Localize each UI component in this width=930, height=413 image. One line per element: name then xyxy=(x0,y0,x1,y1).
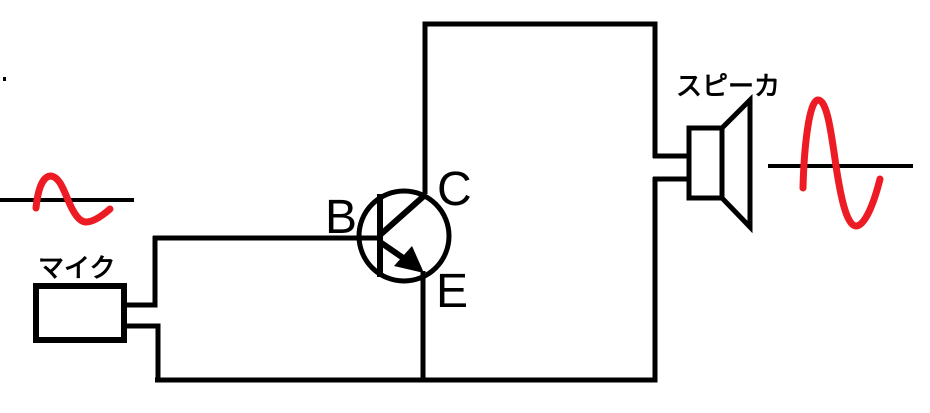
speaker-body xyxy=(686,125,725,201)
transistor-symbol xyxy=(356,188,452,284)
speaker-icon xyxy=(686,93,753,234)
output-waveform xyxy=(799,96,884,230)
waveforms xyxy=(32,96,884,230)
emitter-arrowhead xyxy=(394,246,424,273)
base-label: B xyxy=(325,191,357,244)
right-and-bottom-wire xyxy=(155,177,658,383)
circuit-wires xyxy=(33,21,689,383)
diagram-labels: マイク スピーカ B C E xyxy=(38,71,780,318)
mic-to-ground-wire xyxy=(124,323,161,380)
mic-to-base-wire xyxy=(124,236,158,308)
speaker-label: スピーカ xyxy=(676,71,780,101)
stray-mark xyxy=(3,77,6,81)
speaker-horn xyxy=(719,93,753,234)
emitter-label: E xyxy=(436,265,468,318)
mic-box xyxy=(33,283,127,343)
transistor-circle xyxy=(356,188,452,284)
collector-label: C xyxy=(437,163,472,216)
input-waveform xyxy=(32,172,114,226)
collector-top-wire xyxy=(422,21,658,194)
mic-label: マイク xyxy=(38,253,115,283)
collector-lead xyxy=(378,192,427,238)
